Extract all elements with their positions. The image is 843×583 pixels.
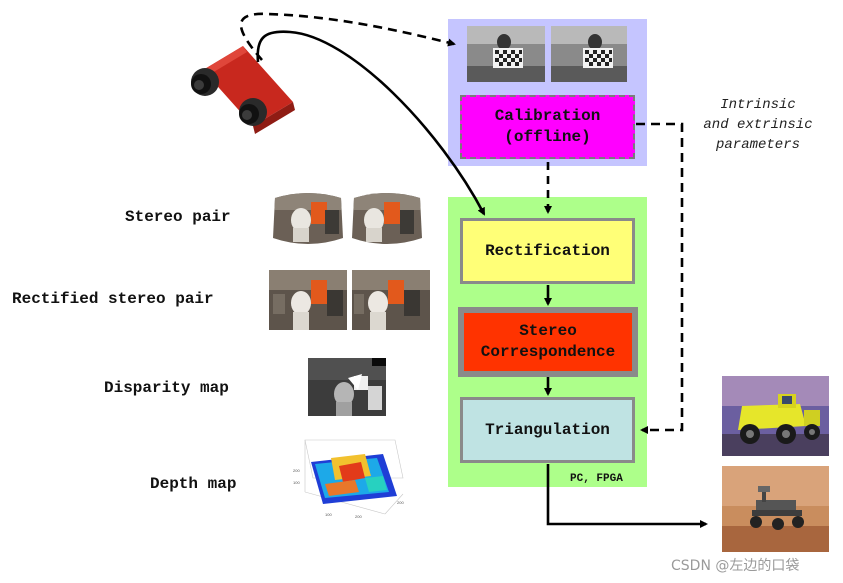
checkerboard-photo-icon bbox=[467, 26, 545, 82]
stereo-pair-label: Stereo pair bbox=[125, 208, 231, 226]
rectified-pair-label: Rectified stereo pair bbox=[12, 290, 214, 308]
svg-text:200: 200 bbox=[355, 514, 362, 519]
stereo-correspondence-box[interactable]: Stereo Correspondence bbox=[458, 307, 638, 377]
truck-photo-icon bbox=[722, 376, 829, 456]
rectified-left-photo bbox=[269, 270, 347, 330]
depth-map-label: Depth map bbox=[150, 475, 237, 493]
parameters-note: Intrinsic and extrinsic parameters bbox=[688, 95, 828, 155]
triangulation-label: Triangulation bbox=[485, 420, 610, 439]
calibration-label-line2: (offline) bbox=[504, 128, 591, 146]
checkerboard-photo-icon bbox=[551, 26, 627, 82]
stereo-pair-left-photo bbox=[273, 193, 343, 244]
parameters-note-line1: Intrinsic bbox=[720, 97, 796, 113]
triangulation-box[interactable]: Triangulation bbox=[460, 397, 635, 463]
disparity-map-label: Disparity map bbox=[104, 379, 229, 397]
platform-label: PC, FPGA bbox=[570, 473, 623, 485]
svg-text:100: 100 bbox=[293, 480, 300, 485]
rectification-box[interactable]: Rectification bbox=[460, 218, 635, 284]
calibration-label-line1: Calibration bbox=[494, 107, 601, 125]
stereo-camera-icon bbox=[191, 46, 295, 134]
calibration-box[interactable]: Calibration (offline) bbox=[460, 95, 635, 159]
rectified-right-photo bbox=[352, 270, 430, 330]
mars-rover-photo-icon bbox=[722, 466, 829, 552]
svg-text:200: 200 bbox=[397, 500, 404, 505]
parameters-note-line3: parameters bbox=[715, 137, 800, 153]
svg-text:200: 200 bbox=[293, 468, 300, 473]
disparity-map-photo bbox=[308, 358, 386, 416]
stereo-pair-right-photo bbox=[352, 193, 422, 244]
rectification-label: Rectification bbox=[485, 241, 610, 260]
stereo-label-line1: Stereo bbox=[519, 322, 577, 340]
svg-text:100: 100 bbox=[325, 512, 332, 517]
stereo-label-line2: Correspondence bbox=[480, 343, 616, 361]
watermark: CSDN @左边的口袋 bbox=[671, 558, 800, 574]
parameters-note-line2: and extrinsic bbox=[703, 117, 813, 133]
depth-map-3d-plot-icon: 200 100 100 200 200 bbox=[293, 439, 404, 519]
